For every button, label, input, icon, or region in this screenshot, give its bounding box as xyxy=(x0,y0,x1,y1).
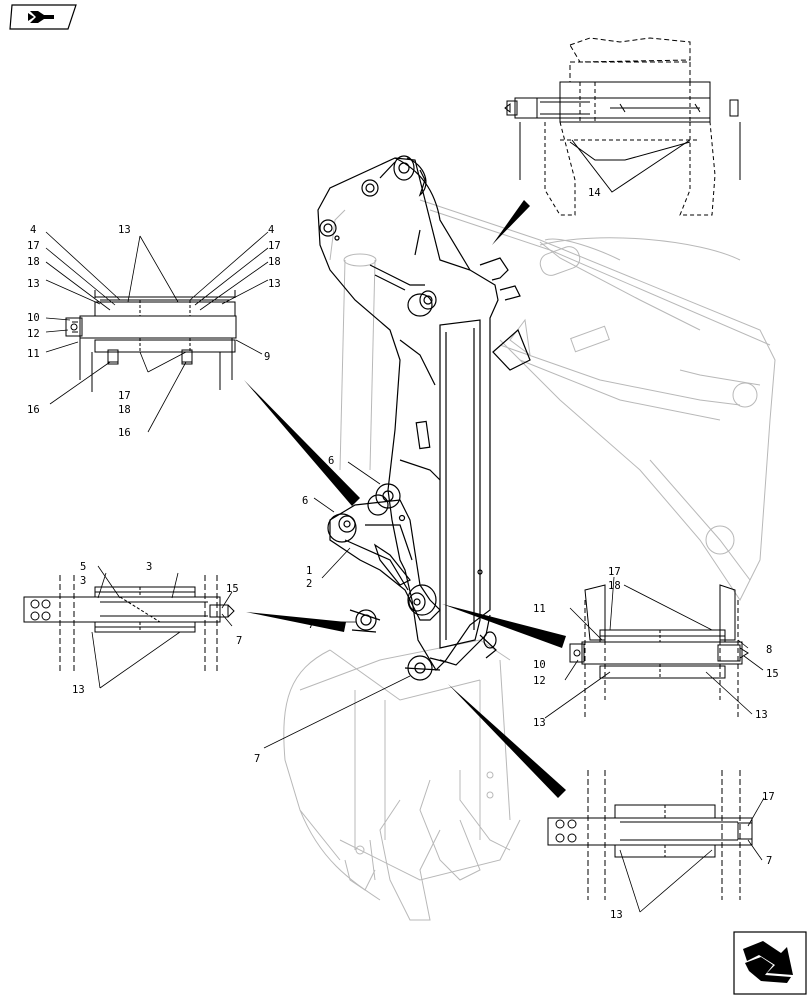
callout-10-r1: 10 xyxy=(533,659,546,671)
callout-1: 1 xyxy=(306,565,312,577)
callout-13-right: 13 xyxy=(268,278,281,290)
previous-page-button[interactable] xyxy=(8,3,78,31)
arrow-to-top-right xyxy=(492,200,530,245)
detail-lower-left-leaders xyxy=(91,565,233,689)
bucket-background xyxy=(283,639,521,921)
callout-15-r1: 15 xyxy=(766,668,779,680)
previous-page-arrow-icon xyxy=(9,4,77,30)
callout-6-b: 6 xyxy=(302,495,308,507)
callout-13-r1a: 13 xyxy=(533,717,546,729)
callout-15-left: 15 xyxy=(226,583,239,595)
callout-17-mid: 17 xyxy=(118,390,131,402)
callout-17-r1: 17 xyxy=(608,566,621,578)
boom-cylinder-background xyxy=(329,209,377,471)
detail-bottom-right-leaders xyxy=(619,797,765,913)
callout-17-right: 17 xyxy=(268,240,281,252)
detail-lower-left xyxy=(23,575,235,672)
next-page-button[interactable] xyxy=(733,931,807,995)
arrow-to-bottom-right xyxy=(448,684,566,798)
detail-top-right xyxy=(504,37,741,216)
center-leaders xyxy=(263,461,411,749)
callout-17-left: 17 xyxy=(27,240,40,252)
detail-right-middle-leaders xyxy=(544,576,764,719)
callout-13-r1b: 13 xyxy=(755,709,768,721)
callout-18-mid: 18 xyxy=(118,404,131,416)
callout-7-r2: 7 xyxy=(766,855,772,867)
callout-5: 5 xyxy=(80,561,86,573)
arrow-to-lower-left xyxy=(246,612,346,632)
detail-upper-left xyxy=(65,290,237,392)
detail-right-middle xyxy=(569,584,749,720)
callout-8: 8 xyxy=(766,644,772,656)
callout-2: 2 xyxy=(306,578,312,590)
callout-17-r2: 17 xyxy=(762,791,775,803)
detail-top-right-leaders xyxy=(571,139,691,193)
callout-12-left: 12 xyxy=(27,328,40,340)
detail-upper-left-leaders xyxy=(45,231,269,433)
boom-background xyxy=(419,199,776,601)
callout-3-b: 3 xyxy=(146,561,152,573)
callout-7-bottom: 7 xyxy=(254,753,260,765)
callout-6-a: 6 xyxy=(328,455,334,467)
callout-4-left: 4 xyxy=(30,224,36,236)
callout-4-right: 4 xyxy=(268,224,274,236)
callout-18-r1: 18 xyxy=(608,580,621,592)
callout-7-left: 7 xyxy=(236,635,242,647)
callout-10-left: 10 xyxy=(27,312,40,324)
callout-labels: 4 17 18 13 10 12 11 16 13 4 17 18 13 9 1… xyxy=(27,187,779,921)
arrow-to-right-middle xyxy=(442,604,566,648)
callout-7-center: 7 xyxy=(308,619,314,631)
callout-12-r1: 12 xyxy=(533,675,546,687)
callout-18-right: 18 xyxy=(268,256,281,268)
callout-14: 14 xyxy=(588,187,601,199)
callout-13-r2: 13 xyxy=(610,909,623,921)
callout-13-lower-left: 13 xyxy=(72,684,85,696)
callout-16-left: 16 xyxy=(27,404,40,416)
callout-11-left: 11 xyxy=(27,348,40,360)
arrow-to-upper-left xyxy=(244,380,360,506)
detail-bottom-right xyxy=(547,770,753,900)
callout-13-top: 13 xyxy=(118,224,131,236)
callout-3-a: 3 xyxy=(80,575,86,587)
callout-16-mid: 16 xyxy=(118,427,131,439)
callout-13-left: 13 xyxy=(27,278,40,290)
bucket-link-assembly xyxy=(327,483,497,681)
detail-pointer-arrows xyxy=(244,200,566,798)
next-page-arrow-icon xyxy=(733,931,807,995)
callout-18-left: 18 xyxy=(27,256,40,268)
callout-9: 9 xyxy=(264,351,270,363)
callout-11-r1: 11 xyxy=(533,603,546,615)
